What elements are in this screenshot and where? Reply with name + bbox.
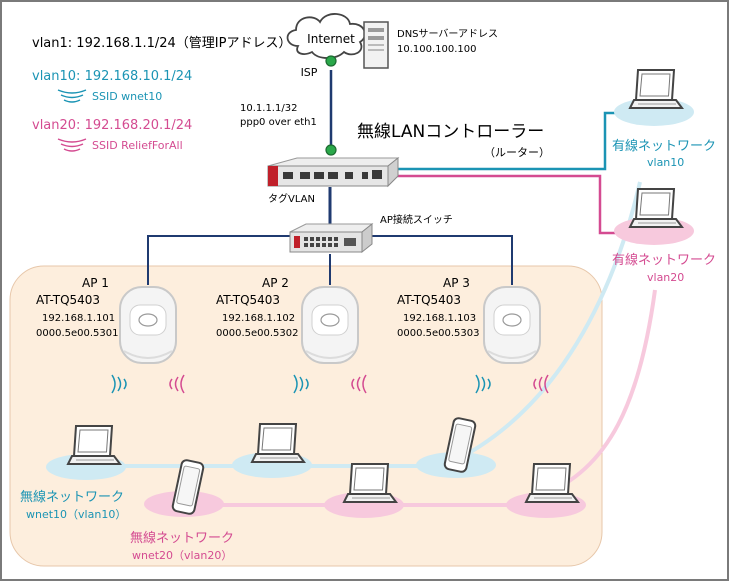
isp-label: ISP	[301, 66, 318, 79]
wireless-vlan10-sub: wnet10（vlan10）	[26, 508, 126, 521]
ap-name: AP 3	[443, 276, 470, 290]
ap-2: AP 2 AT-TQ5403 192.168.1.102 0000.5e00.5…	[216, 276, 359, 364]
internet-label: Internet	[307, 32, 355, 46]
ap-name: AP 1	[82, 276, 109, 290]
wifi-vlan20-icon	[169, 374, 549, 394]
wired-vlan10-label: 有線ネットワーク	[612, 138, 716, 154]
switch-icon	[289, 222, 374, 254]
ap-3: AP 3 AT-TQ5403 192.168.1.103 0000.5e00.5…	[397, 276, 541, 364]
ap-ip: 192.168.1.102	[222, 313, 295, 324]
ap-1: AP 1 AT-TQ5403 192.168.1.101 0000.5e00.5…	[36, 276, 177, 364]
router-subtitle: （ルーター）	[484, 146, 550, 159]
wireless-vlan20-label: 無線ネットワーク	[130, 530, 234, 546]
wired-vlan20-sub: vlan20	[647, 271, 684, 284]
router-wan-node-icon	[325, 144, 337, 156]
tag-vlan-label: タグVLAN	[268, 192, 315, 205]
vlan1-label: vlan1: 192.168.1.1/24（管理IPアドレス）	[32, 36, 291, 51]
wired-vlan20-label: 有線ネットワーク	[612, 252, 716, 268]
ap-mac: 0000.5e00.5302	[216, 328, 299, 339]
router-ip-label: 10.1.1.1/32	[240, 103, 297, 114]
dns-server-icon	[363, 21, 389, 69]
wifi-vlan20-icon	[57, 138, 87, 152]
access-point-icon	[301, 286, 359, 364]
wireless-vlan10-label: 無線ネットワーク	[20, 489, 124, 505]
dns-title: DNSサーバーアドレス	[397, 28, 498, 40]
access-point-icon	[119, 286, 177, 364]
vlan10-label: vlan10: 192.168.10.1/24	[32, 69, 192, 84]
router-title: 無線LANコントローラー	[357, 122, 544, 142]
wifi-vlan10-icon	[57, 89, 87, 103]
ap-ip: 192.168.1.101	[42, 313, 115, 324]
ssid20-label: SSID ReliefForAll	[92, 139, 183, 152]
ssid10-label: SSID wnet10	[92, 90, 162, 103]
switch-ap1-line	[147, 235, 290, 285]
router-icon	[267, 156, 400, 188]
ap-model: AT-TQ5403	[36, 293, 100, 307]
ap-mac: 0000.5e00.5303	[397, 328, 480, 339]
ap-model: AT-TQ5403	[397, 293, 461, 307]
ap-mac: 0000.5e00.5301	[36, 328, 119, 339]
ap-model: AT-TQ5403	[216, 293, 280, 307]
switch-label: AP接続スイッチ	[380, 213, 453, 226]
wired-vlan10-sub: vlan10	[647, 156, 684, 169]
ap-name: AP 2	[262, 276, 289, 290]
ap-wifi-waves	[111, 374, 549, 394]
wifi-vlan10-icon	[111, 374, 491, 394]
router-ppp-label: ppp0 over eth1	[240, 117, 317, 128]
switch-ap3-line	[370, 235, 513, 285]
access-point-icon	[483, 286, 541, 364]
wireless-vlan20-sub: wnet20（vlan20）	[132, 549, 232, 562]
dns-address: 10.100.100.100	[397, 44, 477, 55]
ap-ip: 192.168.1.103	[403, 313, 476, 324]
isp-node-icon	[325, 55, 337, 67]
vlan20-label: vlan20: 192.168.20.1/24	[32, 118, 192, 133]
